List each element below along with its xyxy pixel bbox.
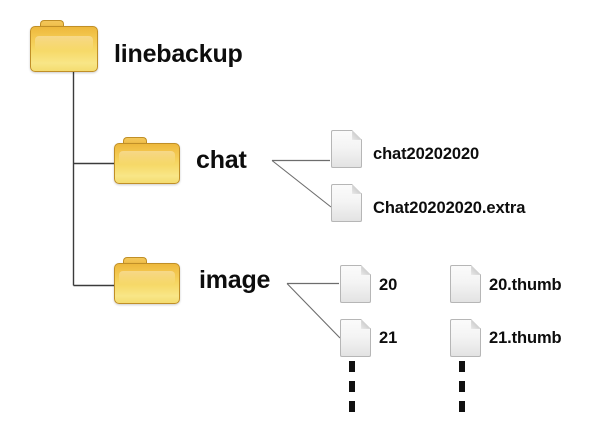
file-folded-corner xyxy=(361,319,371,329)
file-label-20: 20 xyxy=(379,276,398,294)
file-label-21: 21 xyxy=(379,329,398,347)
ellipsis-thumb-column xyxy=(459,361,465,412)
folder-body xyxy=(114,262,180,304)
file-icon-20[interactable] xyxy=(340,265,371,303)
edge-image-to-file-2 xyxy=(286,283,341,339)
folder-gloss xyxy=(118,151,176,165)
ellipsis-image-column xyxy=(349,361,355,412)
file-icon-20-thumb[interactable] xyxy=(450,265,481,303)
file-label-21-thumb: 21.thumb xyxy=(489,329,562,347)
file-icon-chat20202020-extra[interactable] xyxy=(331,184,362,222)
file-icon-chat20202020[interactable] xyxy=(331,130,362,168)
folder-label-chat: chat xyxy=(196,146,247,174)
file-icon-21-thumb[interactable] xyxy=(450,319,481,357)
folder-gloss xyxy=(118,271,176,285)
file-folded-corner xyxy=(361,265,371,275)
folder-icon-image[interactable] xyxy=(114,257,180,304)
file-folded-corner xyxy=(352,130,362,140)
file-label-chat20202020-extra: Chat20202020.extra xyxy=(373,199,526,217)
ellipsis-dash xyxy=(349,361,355,372)
folder-body xyxy=(114,142,180,184)
folder-body xyxy=(30,26,98,72)
ellipsis-dash xyxy=(349,381,355,392)
folder-tab xyxy=(123,257,147,267)
folder-icon-linebackup[interactable] xyxy=(30,20,98,72)
folder-gloss xyxy=(34,35,94,51)
folder-label-image: image xyxy=(199,266,271,294)
folder-tab xyxy=(123,137,147,147)
file-icon-21[interactable] xyxy=(340,319,371,357)
ellipsis-dash xyxy=(349,401,355,412)
ellipsis-dash xyxy=(459,361,465,372)
file-folded-corner xyxy=(352,184,362,194)
file-label-20-thumb: 20.thumb xyxy=(489,276,562,294)
edge-chat-to-file-2 xyxy=(271,160,332,208)
root-folder-label: linebackup xyxy=(114,40,243,68)
file-folded-corner xyxy=(471,265,481,275)
ellipsis-dash xyxy=(459,381,465,392)
file-folded-corner xyxy=(471,319,481,329)
folder-icon-chat[interactable] xyxy=(114,137,180,184)
file-label-chat20202020: chat20202020 xyxy=(373,145,480,163)
folder-tab xyxy=(39,20,64,31)
ellipsis-dash xyxy=(459,401,465,412)
